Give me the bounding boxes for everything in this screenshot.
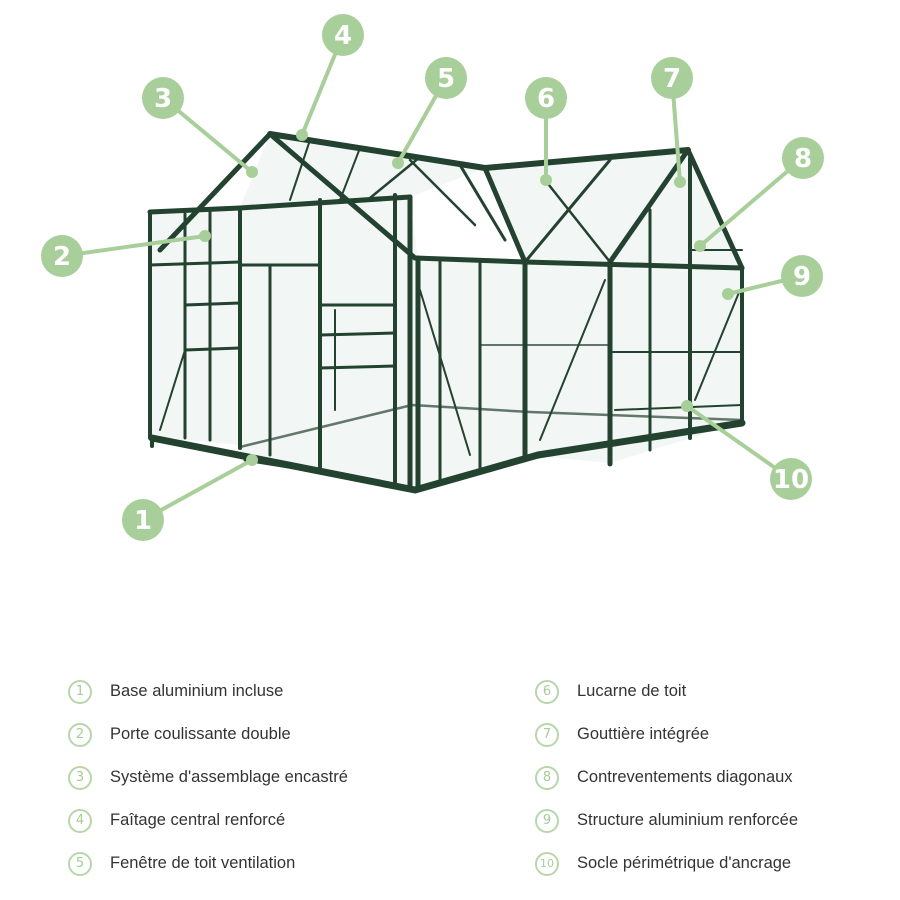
callout-number: 1 — [134, 506, 152, 536]
legend-label: Système d'assemblage encastré — [110, 768, 348, 786]
legend-label: Base aluminium incluse — [110, 682, 284, 700]
legend-number-badge: 2 — [68, 722, 92, 747]
callout-10: 10 — [770, 458, 812, 500]
callout-number: 9 — [793, 262, 811, 292]
legend-item: 9 Structure aluminium renforcée — [535, 799, 900, 842]
legend-column-right: 6 Lucarne de toit 7 Gouttière intégrée 8… — [535, 670, 900, 885]
legend-item: 10 Socle périmétrique d'ancrage — [535, 842, 900, 885]
legend-item: 8 Contreventements diagonaux — [535, 756, 900, 799]
legend-label: Faîtage central renforcé — [110, 811, 286, 829]
legend: 1 Base aluminium incluse 2 Porte couliss… — [68, 670, 868, 885]
legend-number-badge: 10 — [535, 851, 559, 876]
callout-number: 10 — [773, 465, 809, 495]
callout-3: 3 — [142, 77, 184, 119]
callout-7: 7 — [651, 57, 693, 99]
legend-column-left: 1 Base aluminium incluse 2 Porte couliss… — [68, 670, 448, 885]
callout-number: 7 — [663, 64, 681, 94]
legend-number-badge: 7 — [535, 722, 559, 747]
legend-label: Socle périmétrique d'ancrage — [577, 854, 792, 872]
callout-number: 8 — [794, 144, 812, 174]
legend-number-badge: 9 — [535, 808, 559, 833]
legend-number-badge: 6 — [535, 679, 559, 704]
callout-6: 6 — [525, 77, 567, 119]
legend-item: 5 Fenêtre de toit ventilation — [68, 842, 448, 885]
callout-dots — [199, 129, 734, 466]
callout-4: 4 — [322, 14, 364, 56]
callout-1: 1 — [122, 499, 164, 541]
callout-number: 5 — [437, 64, 455, 94]
legend-label: Porte coulissante double — [110, 725, 291, 743]
greenhouse-diagram: 1 2 3 4 5 6 7 8 9 10 — [41, 14, 824, 541]
legend-item: 3 Système d'assemblage encastré — [68, 756, 448, 799]
legend-number-badge: 5 — [68, 851, 92, 876]
callout-5: 5 — [425, 57, 467, 99]
callout-8: 8 — [782, 137, 824, 179]
legend-number-badge: 4 — [68, 808, 92, 833]
legend-item: 7 Gouttière intégrée — [535, 713, 900, 756]
legend-label: Fenêtre de toit ventilation — [110, 854, 296, 872]
callout-9: 9 — [781, 255, 823, 297]
legend-label: Gouttière intégrée — [577, 725, 710, 743]
legend-label: Structure aluminium renforcée — [577, 811, 799, 829]
greenhouse-illustration — [147, 131, 746, 494]
legend-item: 1 Base aluminium incluse — [68, 670, 448, 713]
callout-number: 2 — [53, 242, 71, 272]
callout-2: 2 — [41, 235, 83, 277]
legend-item: 4 Faîtage central renforcé — [68, 799, 448, 842]
legend-label: Lucarne de toit — [577, 682, 687, 700]
callout-number: 6 — [537, 84, 555, 114]
legend-item: 2 Porte coulissante double — [68, 713, 448, 756]
legend-number-badge: 1 — [68, 679, 92, 704]
legend-label: Contreventements diagonaux — [577, 768, 793, 786]
legend-number-badge: 8 — [535, 765, 559, 790]
legend-number-badge: 3 — [68, 765, 92, 790]
legend-item: 6 Lucarne de toit — [535, 670, 900, 713]
callout-number: 4 — [334, 21, 352, 51]
callout-number: 3 — [154, 84, 172, 114]
